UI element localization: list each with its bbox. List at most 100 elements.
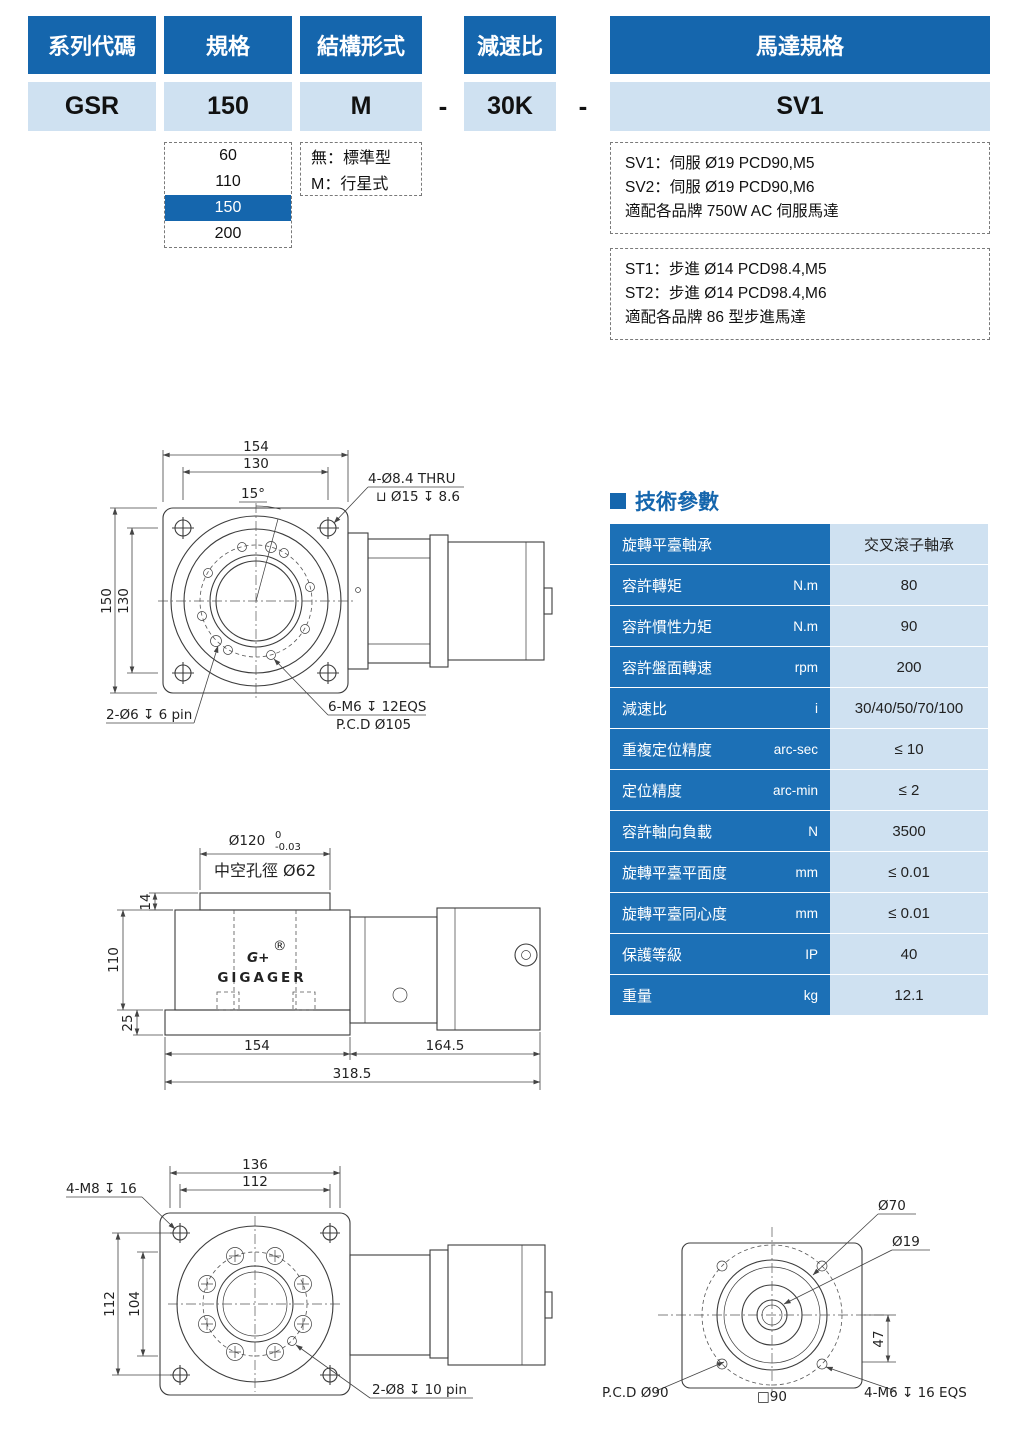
logo: G+ ® GIGAGER [217,938,306,986]
pin-callout: 2-Ø6 ↧ 6 pin [106,645,219,724]
param-unit: mm [795,905,819,921]
tol-upper: 0 [275,830,281,841]
dim-130-v: 130 [116,588,132,614]
m8-callout: 4-M8 ↧ 16 [66,1181,176,1230]
structure-options: 無：標準型 M：行星式 [300,142,422,196]
motor-sv-note: 適配各品牌 750W AC 伺服馬達 [625,203,839,220]
param-label: 減速比 [622,700,668,718]
param-unit: i [815,700,818,716]
logo-g: G+ [247,950,269,966]
corner-screws [172,517,339,684]
dia70-callout: Ø70 [812,1198,916,1276]
pin-callout: 2-Ø8 ↧ 10 pin [295,1344,473,1399]
corner-screws [170,1223,340,1385]
param-unit: arc-min [772,782,818,798]
param-value: 3500 [830,811,988,851]
param-value: 40 [830,934,988,974]
dia70-label: Ø70 [878,1198,906,1214]
dim-136: 136 [242,1157,268,1173]
param-label: 旋轉平臺平面度 [622,864,728,882]
table-row: 保護等級 IP 40 [610,934,988,974]
tech-params-title: 技術參數 [610,486,719,516]
param-unit: arc-sec [773,741,818,757]
gearbox-motor-profile [349,907,541,1031]
param-unit: N [808,823,818,839]
param-label: 旋轉平臺同心度 [622,905,728,923]
pcd-label: P.C.D Ø90 [602,1385,669,1401]
dim-47-label: 47 [871,1330,887,1347]
motor-sv1-line: SV1：伺服 Ø19 PCD90,M5 [625,155,815,172]
bolt-circle-screws [198,1247,312,1361]
header-ratio: 減速比 [464,16,556,74]
dim-154: 154 [243,439,269,455]
angle-callout: 15° [239,486,281,602]
structure-option-planetary: M：行星式 [311,176,389,193]
dim-104-v: 104 [127,1291,143,1317]
square90-label: □90 [757,1389,787,1405]
size-option-110: 110 [215,173,241,190]
gearbox-motor-side [349,1244,553,1366]
header-motor: 馬達規格 [610,16,990,74]
table-row: 定位精度 arc-min ≤ 2 [610,770,988,810]
table-row: 旋轉平臺同心度 mm ≤ 0.01 [610,893,988,933]
param-value: ≤ 2 [830,770,988,810]
value-structure: M [300,82,422,131]
dim-height: 150 130 [99,507,158,694]
dim-150-v: 150 [99,588,115,614]
value-series: GSR [28,82,156,131]
bottom-view-drawing: 136 112 4-M8 ↧ 16 112 104 2-Ø8 ↧ 10 pin [66,1157,553,1399]
dim-154: 154 [244,1038,270,1054]
logo-text: GIGAGER [217,970,306,986]
code-separator-1: - [438,91,448,121]
callout-tap: 6-M6 ↧ 12EQS [328,699,427,715]
tech-params-title-text: 技術參數 [635,491,719,514]
param-value: 12.1 [830,975,988,1015]
hole-callout: 4-Ø8.4 THRU ⊔ Ø15 ↧ 8.6 [333,471,464,524]
dim-25: 25 [120,1014,136,1031]
tap-callout: 6-M6 ↧ 12EQS P.C.D Ø105 [273,658,427,733]
param-label: 保護等級 [622,946,683,964]
dim-left: 112 104 [102,1232,172,1376]
dia19-label: Ø19 [892,1234,920,1250]
header-series: 系列代碼 [28,16,156,74]
callout-pin: 2-Ø8 ↧ 10 pin [372,1382,467,1398]
header-structure: 結構形式 [300,16,422,74]
param-value: ≤ 0.01 [830,893,988,933]
motor-st-note: 適配各品牌 86 型步進馬達 [625,309,806,326]
structure-option-standard: 無：標準型 [311,150,392,167]
bolt-holes [197,541,315,660]
dim-112-v: 112 [102,1291,118,1317]
size-options: 60 110 150 200 [164,142,292,248]
size-option-150-selected: 150 [165,195,291,221]
code-separator-2: - [578,91,588,121]
param-unit: IP [805,946,818,962]
dim-bottom: 154 164.5 318.5 [164,1032,541,1090]
param-value: 80 [830,565,988,605]
motor-flange-drawing: Ø70 Ø19 47 P.C.D Ø90 □90 4-M6 ↧ 16 EQS [602,1198,967,1405]
value-motor: SV1 [610,82,990,131]
motor-st1-line: ST1：步進 Ø14 PCD98.4,M5 [625,261,827,278]
dim-164-5: 164.5 [426,1038,465,1054]
param-value: ≤ 0.01 [830,852,988,892]
param-label: 重複定位精度 [622,741,713,759]
gearbox-motor-side [347,532,553,670]
dim-47: 47 [862,1314,896,1363]
param-label: 定位精度 [622,782,683,800]
header-size: 規格 [164,16,292,74]
value-ratio: 30K [464,82,556,131]
param-unit: N.m [793,577,818,593]
dim-width: 154 130 [162,439,349,502]
top-view-drawing: 15° 154 130 150 130 4-Ø8.4 THRU ⊔ Ø15 ↧ … [99,439,553,733]
dim-top: 136 112 [169,1157,341,1208]
logo-r: ® [273,938,287,954]
callout-pin: 2-Ø6 ↧ 6 pin [106,707,192,723]
dim-112-h: 112 [242,1174,268,1190]
